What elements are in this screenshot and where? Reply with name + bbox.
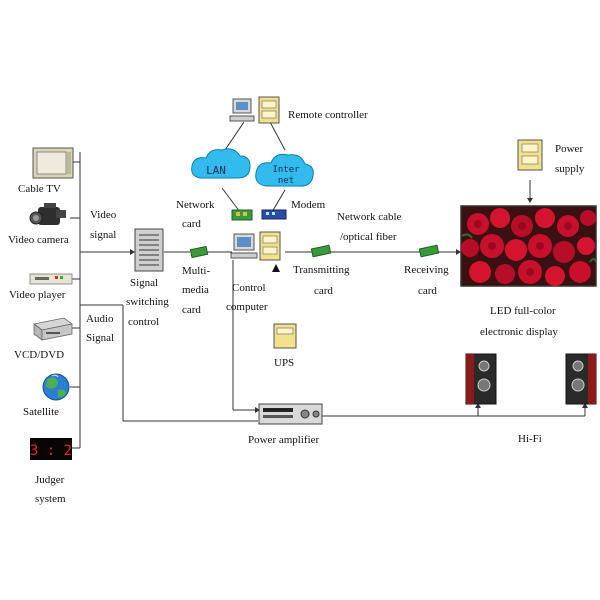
video-camera-icon [29,203,66,225]
power-supply-label-line1: Power [555,143,583,155]
video-signal-label-line2: signal [90,229,116,241]
ups-label: UPS [274,357,294,369]
speaker-left-icon [465,353,497,405]
power-supply-label-line2: supply [555,163,585,175]
control-label-line2: computer [226,301,268,313]
receiving-label-line2: card [418,285,437,297]
lan-cloud-icon: LAN [191,148,251,179]
network-card-label-line2: card [182,218,201,230]
video-player-icon [29,273,73,285]
signal-switcher-icon [134,228,164,272]
power-amplifier-label: Power amplifier [248,434,320,446]
video-signal-label-line1: Video [90,209,117,221]
receiving-label-line1: Receiving [404,264,449,276]
rose-image [461,208,597,286]
control-server-icon [259,231,281,261]
network-cable-label-line1: Network cable [337,211,402,223]
network-cable-label-line2: /optical fiber [340,231,397,243]
multimedia-label-line1: Multi- [182,265,210,277]
satellite-label: Satellite [23,406,59,418]
control-computer-icon [230,233,258,259]
receiving-card-icon [418,244,440,258]
multimedia-label-line3: card [182,304,201,316]
multimedia-card-icon [189,245,209,259]
network-card-icon [231,209,253,221]
audio-signal-label-line2: Signal [86,332,114,344]
modem-label: Modem [291,199,326,211]
network-card-label-line1: Network [176,199,215,211]
power-supply-icon [517,139,543,171]
internet-label-line2: net [278,176,294,186]
video-camera-label: Video camera [8,234,69,246]
video-player-label: Video player [9,289,66,301]
modem-icon [261,209,287,220]
audio-signal-label-line1: Audio [86,313,114,325]
remote-controller-label: Remote controller [288,109,368,121]
led-display-icon [460,205,597,287]
remote-server-icon [258,96,280,124]
score-text: 3 : 2 [30,443,72,459]
judger-label-line2: system [35,493,66,505]
switch-label-line1: Signal [130,277,158,289]
internet-label-line1: Inter [272,165,300,175]
transmitting-label-line1: Transmitting [293,264,350,276]
scoreboard-icon: 3 : 2 [30,438,72,460]
vcd-dvd-icon [33,317,73,341]
speaker-right-icon [565,353,597,405]
control-label-line1: Control [232,282,266,294]
satellite-globe-icon [42,373,70,401]
lan-label: LAN [206,164,226,177]
switch-label-line3: control [128,316,159,328]
multimedia-label-line2: media [182,284,209,296]
transmitting-label-line2: card [314,285,333,297]
ups-icon [273,323,297,349]
transmitting-card-icon [310,244,332,258]
vcd-dvd-label: VCD/DVD [14,349,64,361]
internet-cloud-icon: Inter net [255,153,314,187]
marker-triangle [272,264,280,272]
switch-label-line2: switching [126,296,169,308]
led-display-label-line1: LED full-color [490,305,556,317]
remote-computer-icon [229,98,255,122]
led-display-label-line2: electronic display [480,326,558,338]
judger-label-line1: Judger [35,474,65,486]
cable-tv-label: Cable TV [18,183,61,195]
cable-tv-icon [32,147,74,179]
power-amplifier-icon [258,403,323,425]
connection-wires [70,121,588,449]
hifi-label: Hi-Fi [518,433,542,445]
